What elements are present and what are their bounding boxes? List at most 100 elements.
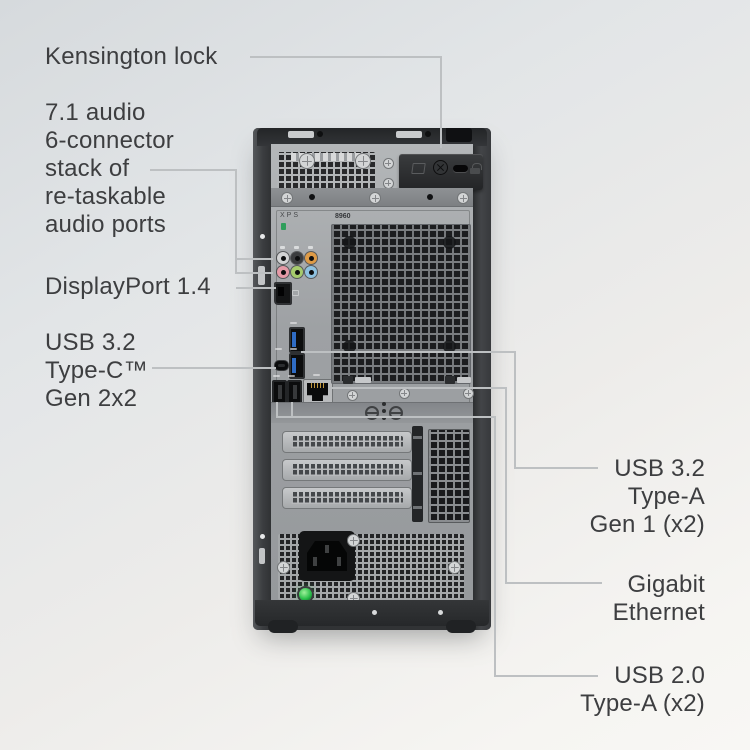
audio-jack-icon (280, 246, 285, 249)
pin-hole (382, 416, 386, 420)
screw (383, 158, 394, 169)
callout-line-ethernet (331, 387, 507, 389)
service-tag-mark (281, 223, 286, 230)
label-usb-c: USB 3.2 Type-C™ Gen 2x2 (45, 329, 148, 412)
callout-line-usb-a-32 (301, 351, 516, 353)
label-gigabit-ethernet: Gigabit Ethernet (612, 571, 705, 626)
side-latch (258, 266, 265, 285)
audio-jack-mic (277, 266, 289, 278)
brand-label: XPS (280, 212, 301, 219)
fan-mount-hole (443, 340, 456, 353)
bezel-screw (317, 131, 323, 137)
bezel-screw (425, 131, 431, 137)
expansion-slot-cover (282, 459, 412, 481)
screw (457, 192, 469, 204)
screw (369, 192, 381, 204)
fan-mount-hole (443, 236, 456, 249)
padlock-icon (472, 163, 482, 170)
label-audio-ports: 7.1 audio 6-connector stack of re-taskab… (45, 99, 174, 238)
power-led (299, 588, 312, 601)
callout-line-usb-a-32 (514, 351, 516, 469)
usb-icon (288, 375, 295, 377)
audio-jack-center-sub (305, 252, 317, 264)
punch-hole (365, 406, 379, 420)
psu-screw (277, 561, 290, 574)
callout-line-usb-20 (494, 416, 496, 677)
top-vent-light-row (291, 153, 363, 161)
side-screw-hole (260, 234, 265, 239)
label-kensington-lock: Kensington lock (45, 43, 218, 70)
thumbscrew (299, 153, 315, 169)
usb-a-3-port (289, 327, 305, 353)
panel-clip (445, 376, 455, 384)
audio-jack-line-in (305, 266, 317, 278)
screw (427, 194, 433, 200)
side-vent-grid (428, 429, 470, 523)
audio-jack-icon (308, 246, 313, 249)
power-inlet (299, 531, 355, 581)
ethernet-icon (313, 374, 320, 376)
usb-icon (273, 375, 280, 377)
fan-mount-hole (343, 236, 356, 249)
fan-mount-hole (343, 340, 356, 353)
audio-jack-rear (291, 252, 303, 264)
label-displayport: DisplayPort 1.4 (45, 273, 211, 300)
callout-line-displayport (236, 287, 276, 289)
bottom-screw (438, 610, 443, 615)
screw (463, 388, 474, 399)
screw (281, 192, 293, 204)
bottom-screw (372, 610, 377, 615)
fan-vent-grill (331, 224, 471, 384)
psu-screw (448, 561, 461, 574)
service-icon (411, 163, 426, 174)
top-notch (446, 128, 472, 142)
usb-c-port (274, 360, 289, 371)
psu-screw (347, 534, 360, 547)
callout-line-usb-20 (291, 402, 293, 418)
callout-line-usb-c (152, 367, 276, 369)
screw (399, 388, 410, 399)
panel-clip (343, 376, 353, 384)
tower-right-side-panel (473, 128, 491, 630)
panel-clip (355, 377, 371, 383)
label-usb-20: USB 2.0 Type-A (x2) (580, 662, 705, 717)
punch-hole (389, 406, 403, 420)
pin-hole (382, 409, 386, 413)
callout-line-audio (235, 272, 273, 274)
callout-line-audio (150, 169, 237, 171)
thumbscrew (355, 153, 371, 169)
audio-jack-side (277, 252, 289, 264)
callout-line-usb-20 (494, 675, 598, 677)
screw (347, 390, 358, 401)
tower-foot (446, 620, 476, 633)
usb-c-icon (275, 348, 282, 350)
callout-line-audio (235, 258, 273, 260)
bezel-tab (396, 131, 422, 138)
pin-hole (382, 402, 386, 406)
kensington-slot (453, 165, 468, 172)
expansion-slot-cover (282, 431, 412, 453)
displayport-port (274, 282, 292, 305)
rear-io-panel: XPS 8960 (271, 144, 483, 606)
audio-jack-line-out (291, 266, 303, 278)
callout-line-usb-20 (276, 416, 496, 418)
callout-line-audio (235, 169, 237, 274)
displayport-icon (292, 290, 299, 296)
ethernet-port (303, 379, 333, 406)
padlock-body (470, 168, 480, 174)
callout-line-usb-a-32 (514, 467, 598, 469)
side-screw-hole (260, 534, 265, 539)
usb-ss-icon (290, 348, 297, 350)
callout-line-usb-20 (276, 402, 278, 418)
desktop-tower-rear: XPS 8960 (253, 128, 491, 633)
panel-clip (457, 377, 471, 383)
usb-ss-icon (290, 322, 297, 324)
callout-line-ethernet (505, 387, 507, 584)
card-retention-bracket (412, 426, 423, 522)
label-usb-a-32: USB 3.2 Type-A Gen 1 (x2) (589, 455, 705, 538)
callout-line-ethernet (505, 582, 602, 584)
bezel-tab (288, 131, 314, 138)
model-label: 8960 (335, 213, 351, 220)
lock-screw-icon (433, 160, 448, 175)
